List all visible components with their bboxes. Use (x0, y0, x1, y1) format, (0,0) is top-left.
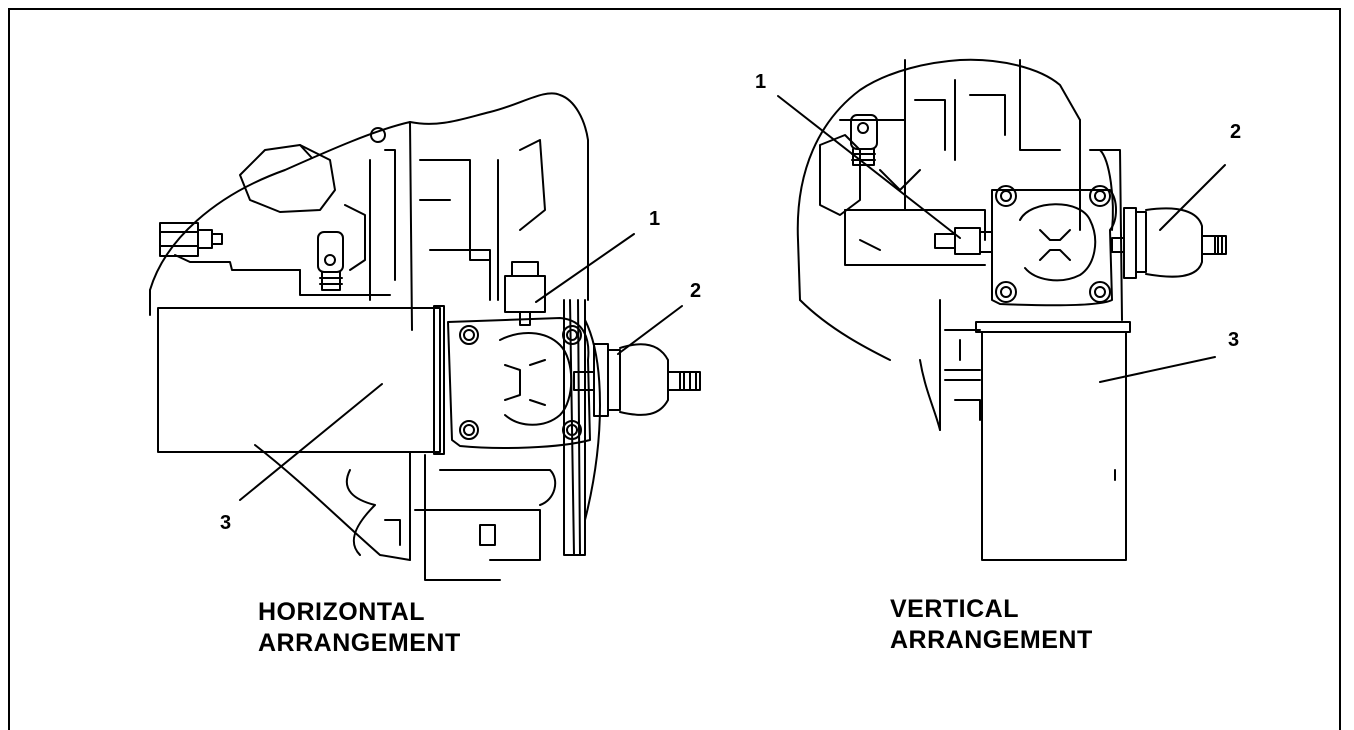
caption-line: VERTICAL (890, 595, 1019, 623)
vertical-callouts: 1 2 3 (755, 71, 1241, 351)
callout-number-3: 3 (1228, 329, 1239, 351)
caption-line: ARRANGEMENT (258, 629, 461, 657)
callout-number-1: 1 (649, 208, 660, 230)
vertical-arrangement-drawing (777, 58, 1227, 561)
caption-line: ARRANGEMENT (890, 626, 1093, 654)
horizontal-arrangement-caption: HORIZONTAL ARRANGEMENT (258, 597, 461, 659)
callout-number-1: 1 (755, 71, 766, 93)
horizontal-callouts: 1 2 3 (220, 208, 701, 534)
callout-number-3: 3 (220, 512, 231, 534)
callout-number-2: 2 (1230, 121, 1241, 143)
vertical-arrangement-caption: VERTICAL ARRANGEMENT (890, 594, 1093, 656)
figure-frame (8, 8, 1341, 730)
caption-line: HORIZONTAL (258, 598, 426, 626)
callout-number-2: 2 (690, 280, 701, 302)
horizontal-arrangement-drawing (149, 92, 701, 581)
